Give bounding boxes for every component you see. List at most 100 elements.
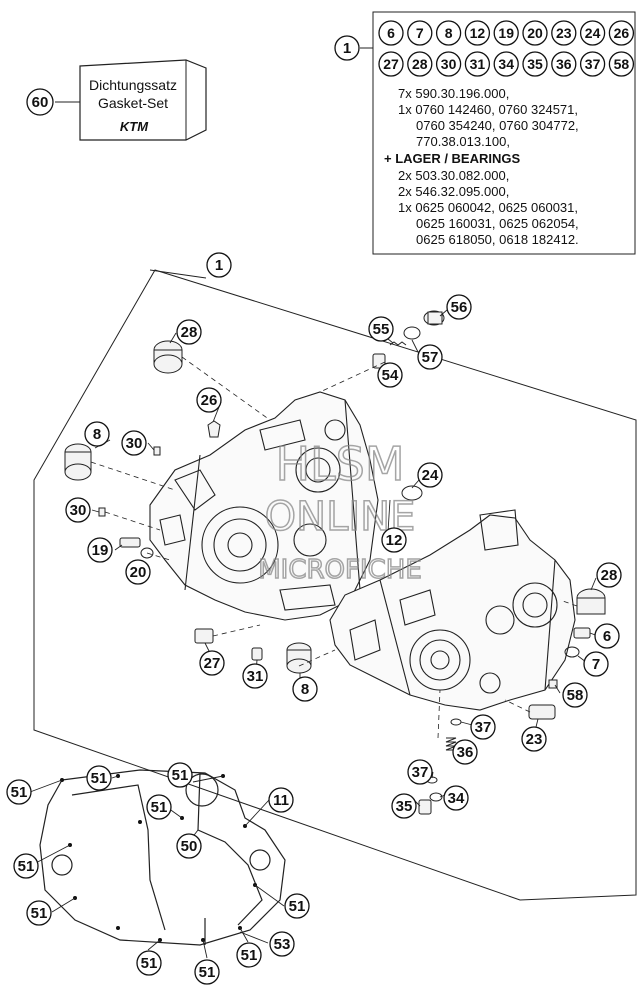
info-text-line: 1x 0625 060042, 0625 060031, [398,200,578,215]
callout-c37a-label: 37 [475,719,492,736]
info-part-6-label: 6 [387,25,395,41]
info-part-30: 30 [435,51,462,77]
callout-c8a-label: 8 [93,426,101,443]
callout-c30b: 30 [65,497,91,523]
callout-c8a: 8 [84,421,110,447]
callout-c26-label: 26 [201,392,218,409]
callout-c6: 6 [594,623,620,649]
callout-c11-label: 11 [273,792,289,809]
callout-c1-label: 1 [215,257,223,274]
info-text-line: 1x 0760 142460, 0760 324571, [398,102,578,117]
info-part-35: 35 [522,51,548,77]
info-part-7-label: 7 [416,25,424,41]
callout-c51d-label: 51 [151,799,168,816]
callout-c37a: 37 [470,714,496,740]
callout-c20-label: 20 [130,564,147,581]
info-part-58: 58 [608,51,635,77]
callout-c53-label: 53 [274,936,291,953]
callout-c23: 23 [521,726,547,752]
watermark-line3: MICROFICHE [258,555,422,585]
info-part-12: 12 [464,20,491,46]
info-part-28-label: 28 [412,56,428,72]
gasket-kit-line1: Dichtungssatz [89,77,177,93]
assembly-frame [33,269,637,901]
callout-c26: 26 [196,387,222,413]
callout-c57-label: 57 [422,349,439,366]
callout-c8b: 8 [292,676,318,702]
info-text-line: + LAGER / BEARINGS [384,151,520,166]
info-part-24-label: 24 [585,25,601,41]
callout-c54: 54 [377,362,403,388]
info-part-31-label: 31 [470,56,486,72]
info-part-23-label: 23 [556,25,572,41]
right-crankcase-half [329,509,576,711]
callout-c51j-label: 51 [199,964,216,981]
info-part-26-label: 26 [614,25,630,41]
info-part-58-label: 58 [614,56,630,72]
callout-c56: 56 [446,294,472,320]
callout-c12: 12 [381,527,407,553]
callout-c51c-label: 51 [172,767,189,784]
callout-c12-label: 12 [386,532,403,549]
gasket-kit-line2: Gasket-Set [98,95,168,111]
info-part-28: 28 [407,51,433,77]
callout-c51i: 51 [236,942,262,968]
callout-c31: 31 [242,663,268,689]
callout-c19: 19 [87,537,113,563]
info-part-19: 19 [493,20,519,46]
callout-c27-label: 27 [204,655,221,672]
info-part-37: 37 [579,51,606,77]
info-part-8-label: 8 [445,25,453,41]
callout-c51a: 51 [6,779,32,805]
callout-c51b: 51 [86,765,112,791]
callout-c57: 57 [417,344,443,370]
callout-c51c: 51 [167,762,193,788]
info-part-6: 6 [378,20,404,46]
callout-c58-label: 58 [567,687,584,704]
info-part-23: 23 [551,20,577,46]
info-part-30-label: 30 [441,56,457,72]
callout-c28a-label: 28 [181,324,198,341]
info-text-line: 2x 503.30.082.000, [398,168,509,183]
watermark: HLSM ONLINE MICROFICHE [257,436,422,586]
info-text-line: 7x 590.30.196.000, [398,86,509,101]
callout-c31-label: 31 [247,668,264,685]
callout-c51a-label: 51 [11,784,28,801]
callout-c51g: 51 [284,893,310,919]
info-part-36: 36 [551,51,577,77]
callout-c51e: 51 [13,853,39,879]
callout-c35-label: 35 [396,798,413,815]
callout-c51j: 51 [194,959,220,985]
callout-c36: 36 [452,739,478,765]
info-text-line: 0625 618050, 0618 182412. [416,232,579,247]
callout-c55-label: 55 [373,321,390,338]
callout-c50-label: 50 [181,838,198,855]
info-text-line: 0625 160031, 0625 062054, [416,216,579,231]
callout-c24-label: 24 [422,467,439,484]
callout-c37b-label: 37 [412,764,429,781]
callout-c8b-label: 8 [301,681,309,698]
info-part-27-label: 27 [383,56,399,72]
info-part-34-label: 34 [498,56,514,72]
callout-c28a: 28 [176,319,202,345]
info-text-line: 0760 354240, 0760 304772, [416,118,579,133]
callout-c7-label: 7 [592,656,600,673]
callout-c19-label: 19 [92,542,109,559]
info-part-19-label: 19 [498,25,514,41]
callout-c51f: 51 [26,900,52,926]
gasket-kit-box: Dichtungssatz Gasket-Set KTM [79,59,207,141]
callout-c58: 58 [562,682,588,708]
info-part-36-label: 36 [556,56,572,72]
callout-c30a: 30 [121,430,147,456]
callout-c51b-label: 51 [91,770,108,787]
crankcase-gasket [39,769,286,946]
info-text-line: 770.38.013.100, [416,134,510,149]
watermark-line1: HLSM [275,437,404,491]
callout-c51h: 51 [136,950,162,976]
kit-callout-label: 60 [32,94,49,111]
callout-c55: 55 [368,316,394,342]
callout-c51i-label: 51 [241,947,258,964]
info-part-20-label: 20 [527,25,543,41]
